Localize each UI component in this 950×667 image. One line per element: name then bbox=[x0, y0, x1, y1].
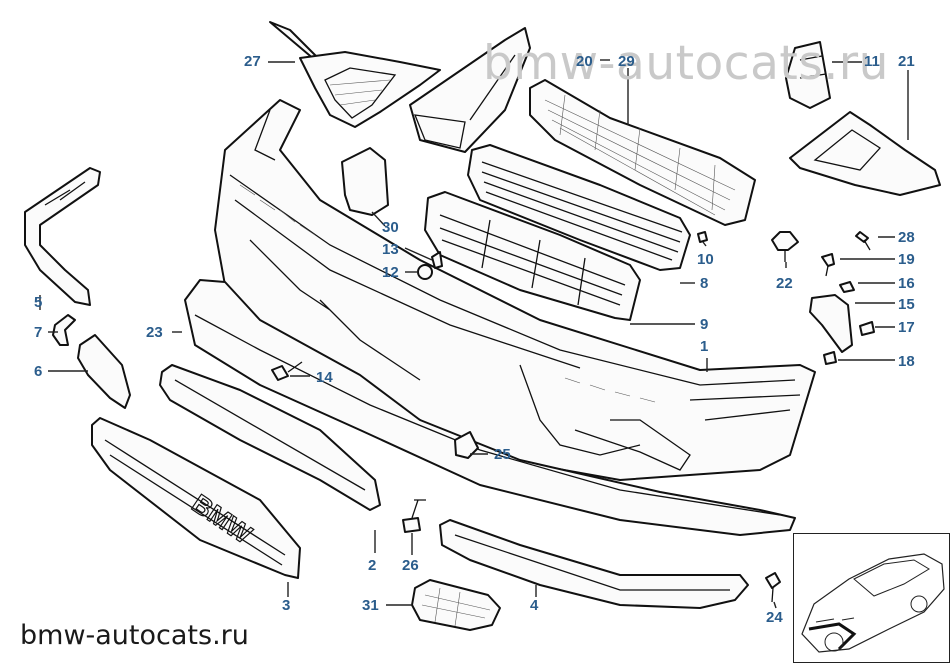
part-27-air-duct bbox=[269, 21, 441, 128]
watermark-bottom: bmw-autocats.ru bbox=[20, 620, 249, 651]
part-20-air-duct bbox=[409, 27, 531, 153]
part-23-spoiler bbox=[184, 279, 796, 536]
part-3-plate-base bbox=[91, 417, 301, 579]
part-11-bracket bbox=[785, 41, 831, 109]
callout-18: 18 bbox=[898, 353, 915, 370]
vehicle-inset bbox=[793, 533, 950, 663]
callout-20: 20 bbox=[576, 53, 593, 70]
part-grille-upper bbox=[467, 144, 691, 271]
part-21-air-guide bbox=[789, 111, 941, 196]
part-30-bracket bbox=[341, 147, 389, 216]
part-6-cover bbox=[77, 334, 131, 409]
callout-1: 1 bbox=[700, 338, 709, 355]
callout-3: 3 bbox=[282, 597, 291, 614]
callout-25: 25 bbox=[494, 446, 511, 463]
callout-19: 19 bbox=[898, 251, 915, 268]
callout-15: 15 bbox=[898, 296, 915, 313]
leader-lines bbox=[39, 59, 909, 609]
callout-8: 8 bbox=[700, 275, 709, 292]
part-2-support bbox=[159, 364, 381, 511]
callout-10: 10 bbox=[697, 251, 714, 268]
callout-4: 4 bbox=[530, 597, 539, 614]
callout-30: 30 bbox=[382, 219, 399, 236]
hardware-parts bbox=[271, 231, 875, 603]
callout-26: 26 bbox=[402, 557, 419, 574]
callout-16: 16 bbox=[898, 275, 915, 292]
part-8-grille-lower bbox=[424, 191, 641, 321]
callout-5: 5 bbox=[34, 294, 43, 311]
callout-2: 2 bbox=[368, 557, 377, 574]
car-outline-icon bbox=[801, 553, 945, 653]
callout-31: 31 bbox=[362, 597, 379, 614]
callout-12: 12 bbox=[382, 264, 399, 281]
callout-23: 23 bbox=[146, 324, 163, 341]
callout-7: 7 bbox=[34, 324, 43, 341]
callout-27: 27 bbox=[244, 53, 261, 70]
callout-29: 29 bbox=[618, 53, 635, 70]
callout-9: 9 bbox=[700, 316, 709, 333]
callout-22: 22 bbox=[776, 275, 793, 292]
watermark-top: bmw-autocats.ru bbox=[483, 36, 889, 91]
callout-11: 11 bbox=[864, 53, 880, 70]
callout-28: 28 bbox=[898, 229, 915, 246]
part-4-strip bbox=[439, 519, 749, 609]
part-29-upper-grille bbox=[529, 79, 756, 226]
part-5-trim bbox=[24, 167, 101, 306]
callout-14: 14 bbox=[316, 369, 333, 386]
callout-21: 21 bbox=[898, 53, 915, 70]
callout-17: 17 bbox=[898, 319, 915, 336]
callout-13: 13 bbox=[382, 241, 399, 258]
callout-24: 24 bbox=[766, 609, 783, 626]
part-7-clip bbox=[52, 314, 76, 346]
callout-6: 6 bbox=[34, 363, 43, 380]
part-31-grille bbox=[411, 579, 501, 631]
